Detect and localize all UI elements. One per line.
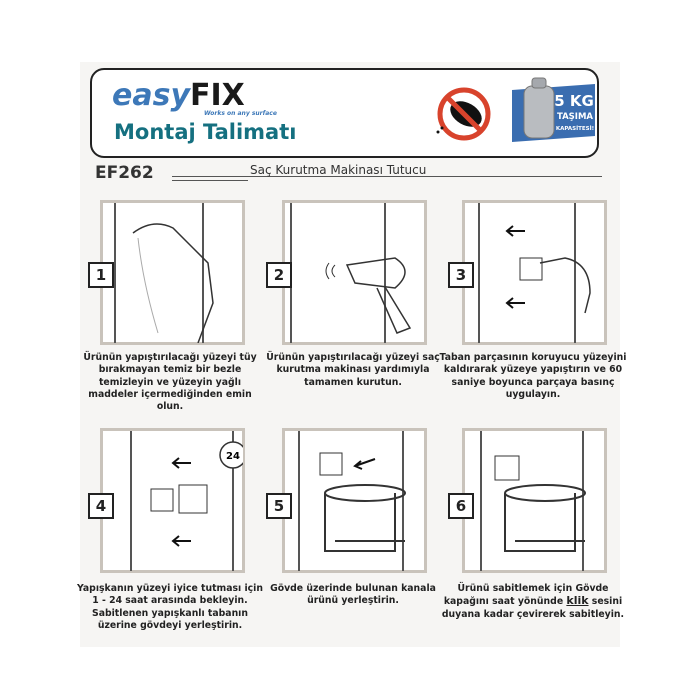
page-title: Montaj Talimatı bbox=[114, 120, 297, 144]
step-number: 1 bbox=[88, 262, 114, 288]
easyfix-logo: easyFIX bbox=[112, 78, 245, 113]
press-base-illustration bbox=[478, 203, 591, 343]
divider bbox=[172, 176, 602, 177]
step-3-illustration bbox=[462, 200, 607, 345]
logo-easy: easy bbox=[112, 78, 191, 113]
step-6-text: Ürünü sabitlemek için Gövde kapağını saa… bbox=[438, 583, 628, 621]
step-number: 6 bbox=[448, 493, 474, 519]
step-4-text: Yapışkanın yüzeyi iyice tutması için 1 -… bbox=[77, 583, 263, 631]
step-6-illustration bbox=[462, 428, 607, 573]
badge-line3: KAPASİTESİ! bbox=[556, 125, 594, 132]
step-number: 3 bbox=[448, 262, 474, 288]
step-number: 4 bbox=[88, 493, 114, 519]
klik-emphasis: klik bbox=[566, 594, 589, 608]
product-name: Saç Kurutma Makinası Tutucu bbox=[250, 163, 427, 177]
badge-weight: 5 KG bbox=[554, 92, 594, 110]
divider bbox=[172, 180, 248, 181]
hair-dryer-illustration bbox=[290, 203, 412, 343]
step-number: 2 bbox=[266, 262, 292, 288]
product-code: EF262 bbox=[95, 163, 154, 183]
step-4-illustration: 24 bbox=[100, 428, 245, 573]
insert-holder-illustration bbox=[298, 431, 406, 571]
step-2-text: Ürünün yapıştırılacağı yüzeyi saç kurutm… bbox=[266, 352, 440, 388]
step-6-text-before: Ürünü sabitlemek için Gövde kapağını saa… bbox=[443, 583, 609, 608]
step-6-text-after: sesini duyana kadar çevirerek sabitleyin… bbox=[441, 596, 625, 620]
step-2-illustration bbox=[282, 200, 427, 345]
timer-24h-label: 24 bbox=[226, 451, 240, 462]
mount-body-illustration: 24 bbox=[130, 431, 243, 571]
weight-capacity-badge: 5 KG TAŞIMA KAPASİTESİ! bbox=[512, 77, 595, 142]
hand-wiping-illustration bbox=[114, 203, 214, 343]
step-1-illustration bbox=[100, 200, 245, 345]
step-1-text: Ürünün yapıştırılacağı yüzeyi tüy bırakm… bbox=[83, 352, 257, 413]
lock-holder-illustration bbox=[480, 431, 586, 571]
header-box: easyFIX Works on any surface Montaj Tali… bbox=[90, 68, 599, 158]
logo-fix: FIX bbox=[190, 78, 245, 113]
step-5-illustration bbox=[282, 428, 427, 573]
logo-tagline: Works on any surface bbox=[204, 110, 277, 117]
step-5-text: Gövde üzerinde bulunan kanala ürünü yerl… bbox=[270, 583, 436, 607]
step-number: 5 bbox=[266, 493, 292, 519]
no-bug-icon bbox=[436, 87, 491, 141]
badge-line2: TAŞIMA bbox=[557, 112, 593, 122]
step-3-text: Taban parçasının koruyucu yüzeyini kaldı… bbox=[439, 352, 627, 400]
